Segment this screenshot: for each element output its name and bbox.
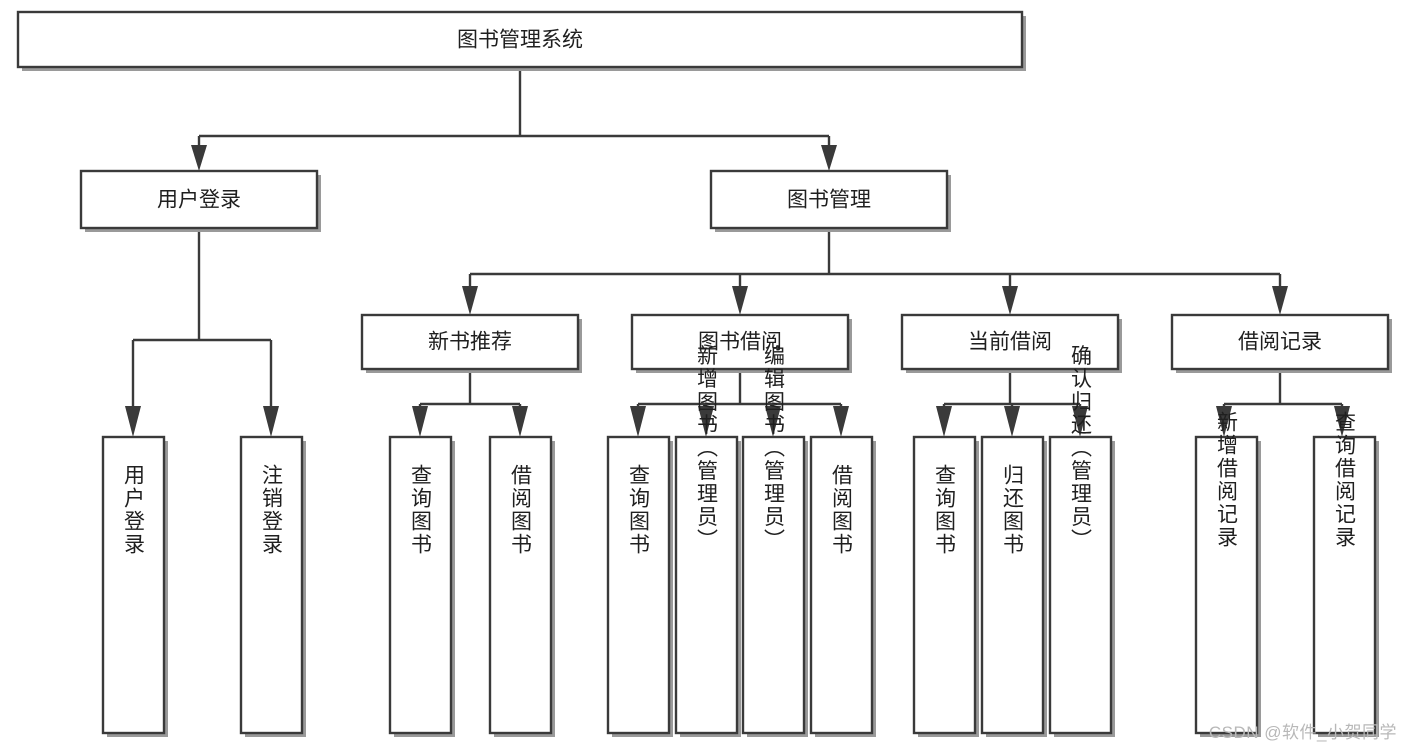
arrowhead-bookmanage: [821, 145, 837, 171]
node-leaf-confirm-return[interactable]: 确认归还（管理员）: [1048, 345, 1115, 738]
arrowhead-leaf-edit-book: [765, 406, 781, 437]
node-leaf-logout-login-label: 注销登录: [260, 464, 284, 556]
node-leaf-borrow-book-1-box: [488, 435, 553, 735]
arrowhead-leaf-query-book-3: [936, 406, 952, 437]
node-leaf-edit-book-box: [741, 435, 806, 735]
node-leaf-add-book[interactable]: 新增图书（管理员）: [674, 345, 741, 738]
node-new-book-rec[interactable]: 新书推荐: [360, 313, 582, 373]
arrowhead-leaf-logout-login: [263, 406, 279, 437]
node-leaf-add-record[interactable]: 新增借阅记录: [1194, 411, 1261, 737]
node-user-login[interactable]: 用户登录: [79, 169, 321, 232]
node-leaf-logout-login-box: [239, 435, 304, 735]
arrowhead-leaf-confirm-return: [1072, 406, 1088, 437]
arrowhead-leaf-return-book: [1004, 406, 1020, 437]
node-leaf-confirm-return-box: [1048, 435, 1113, 735]
node-leaf-add-book-box: [674, 435, 739, 735]
node-leaf-user-login-label: 用户登录: [122, 464, 146, 556]
connector-group-newbookrec: [412, 373, 528, 437]
node-borrow-record-label: 借阅记录: [1238, 331, 1322, 354]
node-leaf-return-book[interactable]: 归还图书: [980, 435, 1047, 737]
node-book-borrow-label: 图书借阅: [698, 331, 782, 354]
node-leaf-borrow-book-1-label: 借阅图书: [509, 464, 533, 556]
node-leaf-query-book-1[interactable]: 查询图书: [388, 435, 455, 737]
node-new-book-rec-label: 新书推荐: [428, 331, 512, 354]
node-book-manage-box: [709, 169, 949, 230]
node-leaf-edit-book-label: 编辑图书（管理员）: [762, 345, 786, 552]
node-leaf-borrow-book-1[interactable]: 借阅图书: [488, 435, 555, 737]
node-user-login-label: 用户登录: [157, 189, 241, 212]
node-current-borrow-label: 当前借阅: [968, 331, 1052, 354]
node-borrow-record[interactable]: 借阅记录: [1170, 313, 1392, 373]
node-leaf-query-book-1-label: 查询图书: [409, 464, 433, 556]
node-book-manage[interactable]: 图书管理: [709, 169, 951, 232]
arrowhead-leaf-query-book-2: [630, 406, 646, 437]
node-leaf-add-record-label: 新增借阅记录: [1215, 411, 1239, 549]
node-leaf-return-book-box: [980, 435, 1045, 735]
connector-group-userlogin: [125, 232, 279, 437]
csdn-watermark: CSDN @软件_小贺同学: [1208, 723, 1397, 742]
arrowhead-leaf-add-record: [1216, 406, 1232, 437]
arrowhead-leaf-borrow-book-2: [833, 406, 849, 437]
node-leaf-query-book-1-box: [388, 435, 453, 735]
arrowhead-leaf-user-login: [125, 406, 141, 437]
node-book-borrow-box: [630, 313, 850, 371]
node-leaf-borrow-book-2[interactable]: 借阅图书: [809, 435, 876, 737]
connector-group-root: [191, 67, 837, 171]
connector-group-bookborrow: [630, 373, 849, 437]
node-current-borrow-box: [900, 313, 1120, 371]
node-leaf-query-book-3[interactable]: 查询图书: [912, 435, 979, 737]
node-leaf-add-record-box: [1194, 435, 1259, 735]
node-book-borrow[interactable]: 图书借阅: [630, 313, 852, 373]
node-root[interactable]: 图书管理系统: [16, 10, 1026, 71]
node-leaf-user-login[interactable]: 用户登录: [101, 435, 168, 737]
arrowhead-book-borrow: [732, 286, 748, 315]
node-leaf-query-book-2-box: [606, 435, 671, 735]
node-leaf-query-record[interactable]: 查询借阅记录: [1312, 411, 1379, 737]
arrowhead-leaf-query-book-1: [412, 406, 428, 437]
node-leaf-add-book-label: 新增图书（管理员）: [695, 345, 719, 552]
arrowhead-borrow-record: [1272, 286, 1288, 315]
node-root-box: [16, 10, 1024, 69]
node-book-manage-label: 图书管理: [787, 189, 871, 212]
node-leaf-query-record-box: [1312, 435, 1377, 735]
node-leaf-query-book-2[interactable]: 查询图书: [606, 435, 673, 737]
connector-group-bookmanage: [462, 232, 1288, 315]
arrowhead-leaf-add-book: [698, 406, 714, 437]
node-leaf-edit-book[interactable]: 编辑图书（管理员）: [741, 345, 808, 738]
node-leaf-query-record-label: 查询借阅记录: [1333, 411, 1357, 549]
arrowhead-userlogin: [191, 145, 207, 171]
arrowhead-new-book-rec: [462, 286, 478, 315]
node-leaf-return-book-label: 归还图书: [1001, 464, 1025, 556]
node-new-book-rec-box: [360, 313, 580, 371]
node-borrow-record-box: [1170, 313, 1390, 371]
node-user-login-box: [79, 169, 319, 230]
node-leaf-logout-login[interactable]: 注销登录: [239, 435, 306, 737]
node-leaf-query-book-3-label: 查询图书: [933, 464, 957, 556]
node-leaf-borrow-book-2-label: 借阅图书: [830, 464, 854, 556]
arrowhead-leaf-borrow-book-1: [512, 406, 528, 437]
connector-group-borrowrecord: [1216, 373, 1350, 437]
node-leaf-borrow-book-2-box: [809, 435, 874, 735]
node-leaf-query-book-3-box: [912, 435, 977, 735]
arrowhead-current-borrow: [1002, 286, 1018, 315]
node-leaf-user-login-box: [101, 435, 166, 735]
node-leaf-confirm-return-label: 确认归还（管理员）: [1069, 345, 1093, 552]
node-root-label: 图书管理系统: [457, 29, 583, 52]
connector-group-currentborrow: [936, 373, 1088, 437]
node-current-borrow[interactable]: 当前借阅: [900, 313, 1122, 373]
node-leaf-query-book-2-label: 查询图书: [627, 464, 651, 556]
arrowhead-leaf-query-record: [1334, 406, 1350, 437]
